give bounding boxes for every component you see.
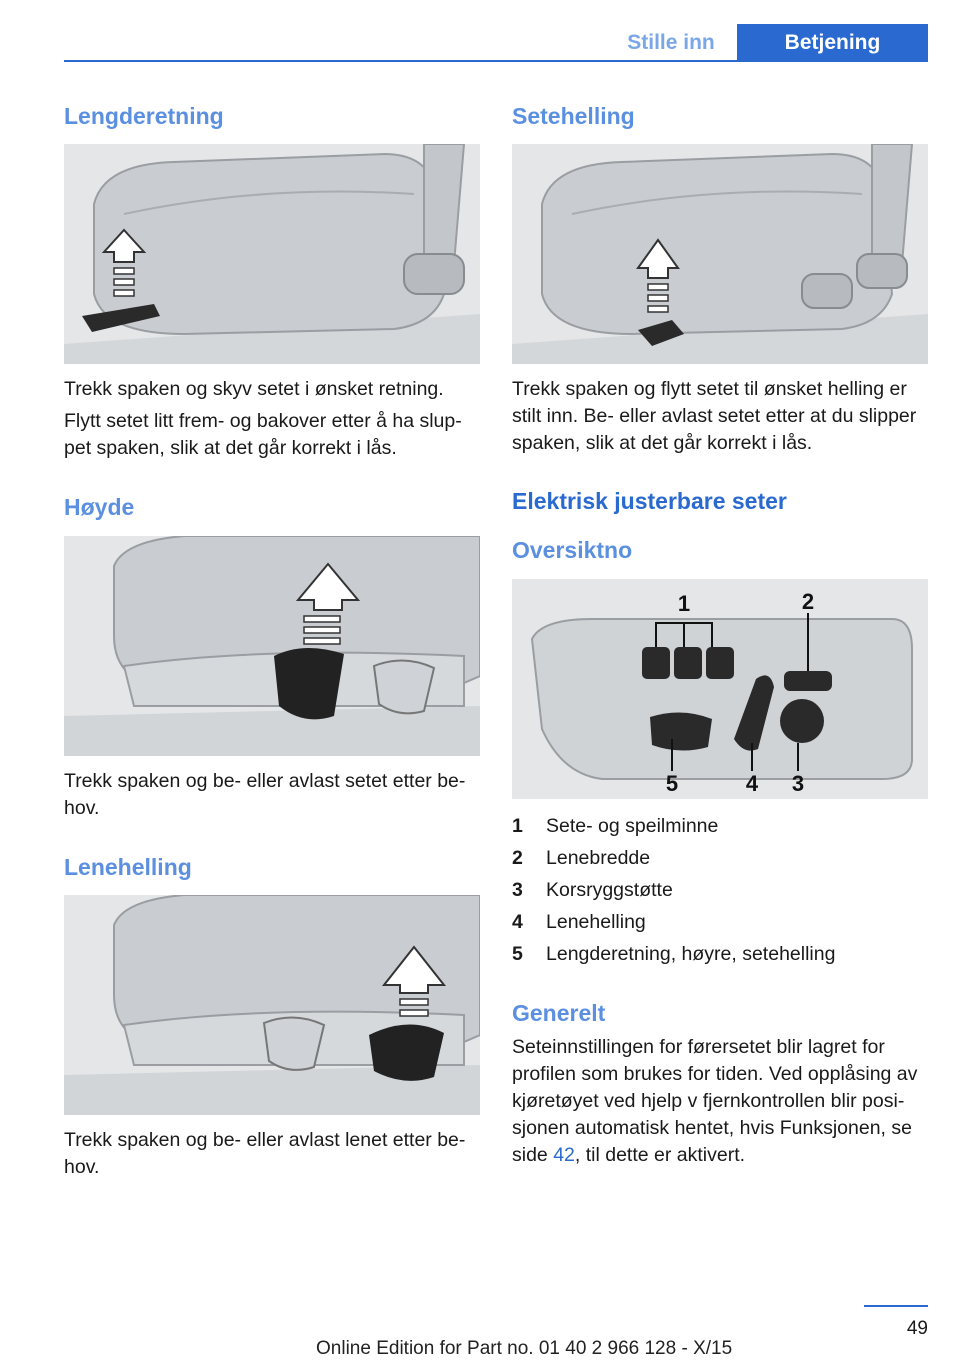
paragraph-lengderetning-1: Trekk spaken og skyv setet i ønsket retn… xyxy=(64,378,444,400)
page-number: 49 xyxy=(906,1318,928,1339)
header-tab-stille-inn[interactable]: Stille inn xyxy=(627,31,715,54)
paragraph-hoyde: Trekk spaken og be- eller avlast setet e… xyxy=(64,770,466,819)
heading-generelt: Generelt xyxy=(512,1000,606,1026)
heading-lengderetning: Lengderetning xyxy=(64,103,224,129)
heading-elektrisk-justerbare-seter: Elektrisk justerbare seter xyxy=(512,488,787,514)
heading-hoyde: Høyde xyxy=(64,494,135,520)
callout-5: 5 xyxy=(666,771,678,796)
figure-seat-longitudinal xyxy=(64,144,480,364)
callout-4: 4 xyxy=(746,771,759,796)
figure-seat-controls-overview: 1 2 3 4 5 xyxy=(512,579,928,799)
figure-seat-tilt xyxy=(512,144,928,364)
callout-1: 1 xyxy=(678,591,690,616)
header-divider xyxy=(64,60,928,62)
header-tab-betjening[interactable]: Betjening xyxy=(737,24,928,62)
figure-backrest-tilt xyxy=(64,895,480,1115)
page-link-42[interactable]: 42 xyxy=(553,1144,575,1166)
paragraph-generelt: Seteinnstillingen for førersetet blir la… xyxy=(512,1036,918,1166)
paragraph-lengderetning-2: Flytt setet litt frem- og bakover etter … xyxy=(64,410,462,459)
heading-setehelling: Setehelling xyxy=(512,103,635,129)
footer-edition: Online Edition for Part no. 01 40 2 966 … xyxy=(316,1338,733,1359)
heading-oversikt: Oversiktno xyxy=(512,537,633,563)
figure-seat-height xyxy=(64,536,480,756)
paragraph-setehelling: Trekk spaken og flytt setet til ønsket h… xyxy=(512,378,917,454)
callout-3: 3 xyxy=(792,771,804,796)
footer-divider xyxy=(864,1305,928,1307)
heading-lenehelling: Lenehelling xyxy=(64,854,192,880)
paragraph-lenehelling: Trekk spaken og be- eller avlast lenet e… xyxy=(64,1129,466,1178)
callout-2: 2 xyxy=(802,589,814,614)
